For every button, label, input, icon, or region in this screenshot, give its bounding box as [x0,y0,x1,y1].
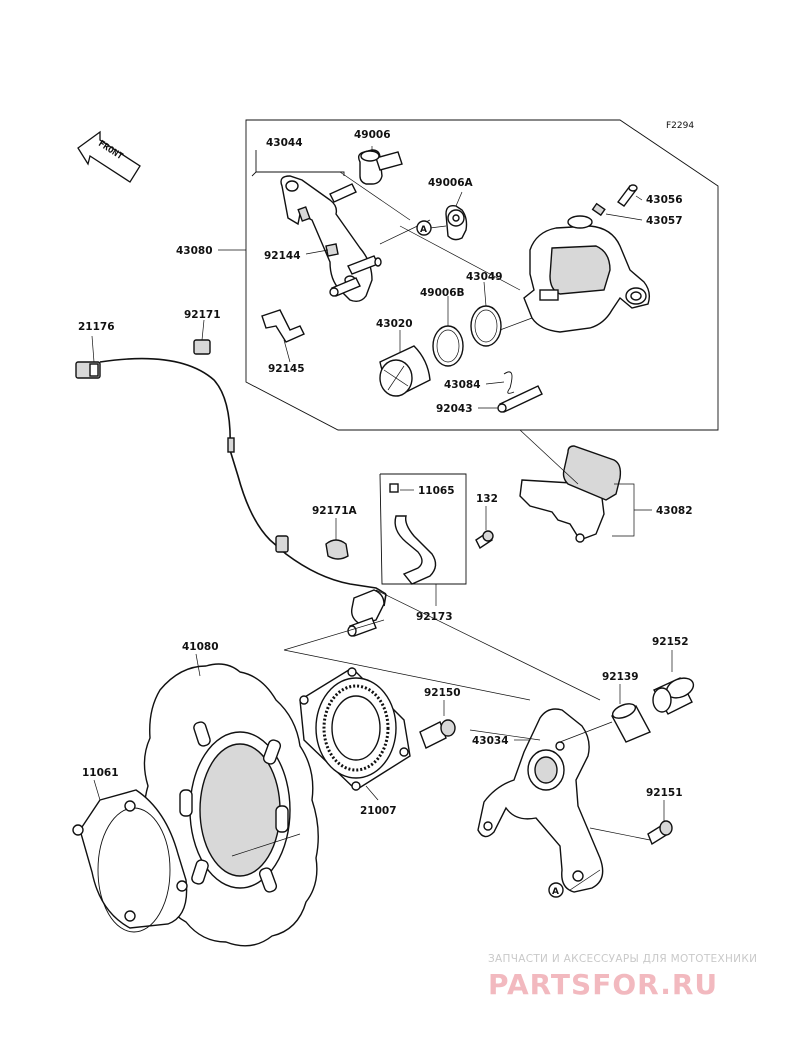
label-43044: 43044 [266,137,303,149]
label-92139: 92139 [602,671,639,683]
label-43084: 43084 [444,379,481,391]
brake-disc-41080 [143,663,319,947]
label-49006: 49006 [354,129,391,141]
watermark-brand: PARTSFOR.RU [488,968,718,1001]
caliper-piston-43020 [379,345,431,397]
label-43056: 43056 [646,194,683,206]
brake-pads-43082 [519,445,622,543]
label-41080: 41080 [182,641,219,653]
label-21007: 21007 [360,805,397,817]
label-92043: 92043 [436,403,473,415]
label-11065: 11065 [418,485,455,497]
abs-sensor-lead-21176 [75,357,387,607]
pad-pin-92043 [497,385,543,413]
bolt-92150 [419,719,456,749]
clamp-92171 [193,339,211,355]
bushing-92152 [652,677,695,715]
leader-lines [91,146,673,891]
bracket-pins [329,183,382,297]
collar-92139 [611,703,651,743]
bolt-92151 [647,820,673,846]
caliper-body [523,215,651,333]
label-92152: 92152 [652,636,689,648]
abs-sensor [347,589,385,637]
figure-code: F2294 [666,121,694,131]
pin-bolt-49006 [357,149,403,185]
part-labels: 43044 49006 49006A 43056 43057 43080 921… [78,129,693,817]
label-43057: 43057 [646,215,683,227]
ref-marker-bottom-label: A [552,887,559,897]
clamp-92145 [261,309,305,343]
label-11061: 11061 [82,767,119,779]
label-92144: 92144 [264,250,301,262]
label-43080: 43080 [176,245,213,257]
bleeder-valve-43056 [616,184,638,207]
label-132: 132 [476,493,498,505]
label-21176: 21176 [78,321,115,333]
gasket-11061 [72,789,188,933]
caliper-assembly-frame [245,119,719,431]
bolt-132 [475,530,494,550]
label-92173: 92173 [416,611,453,623]
caliper-bracket-43034 [477,708,604,893]
boot-49006A [445,204,468,241]
ref-marker-bottom: A [548,882,564,898]
label-43082: 43082 [656,505,693,517]
label-92150: 92150 [424,687,461,699]
sensor-bracket-frame [379,473,467,585]
label-92171: 92171 [184,309,221,321]
spring-clip-43084 [503,371,515,394]
clamp-92171A [325,539,349,560]
label-43020: 43020 [376,318,413,330]
abs-rotor-21007 [299,667,411,791]
watermark: ЗАПЧАСТИ И АКСЕССУАРЫ ДЛЯ МОТОТЕХНИКИ PA… [488,953,757,1001]
plug-11065 [389,483,399,493]
watermark-tagline: ЗАПЧАСТИ И АКСЕССУАРЫ ДЛЯ МОТОТЕХНИКИ [488,953,757,965]
label-43049: 43049 [466,271,503,283]
dust-seal-49006B [432,325,464,367]
label-49006A: 49006A [428,177,474,189]
clip-92144 [325,243,339,257]
label-49006B: 49006B [420,287,465,299]
label-92151: 92151 [646,787,683,799]
piston-seal-43049 [470,305,502,347]
bleeder-cap-43057 [591,202,606,217]
ref-marker-top-label: A [420,225,427,235]
label-92145: 92145 [268,363,305,375]
sensor-bracket [394,515,437,585]
label-92171A: 92171A [312,505,358,517]
ref-marker-top: A [416,220,432,236]
front-direction-arrow: FRONT [77,130,141,183]
label-43034: 43034 [472,735,509,747]
